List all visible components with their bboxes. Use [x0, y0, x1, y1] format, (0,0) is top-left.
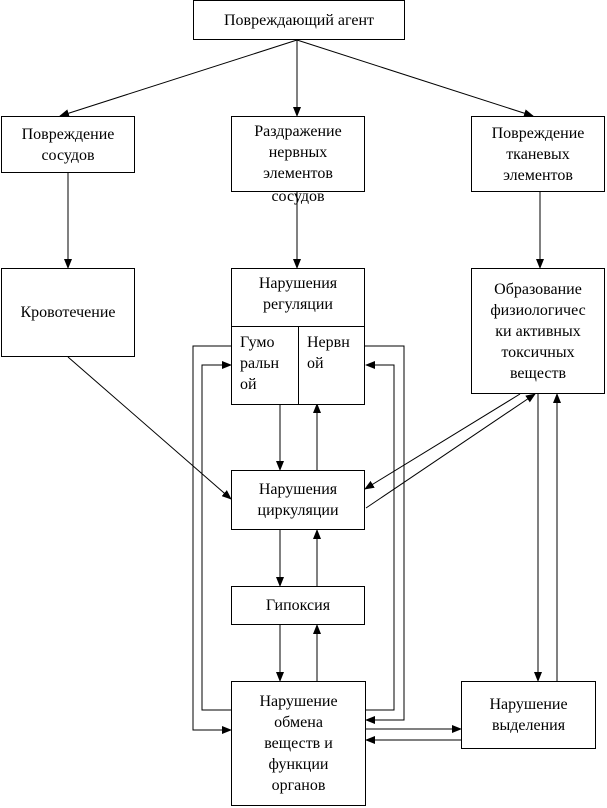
node-damaging-agent: Повреждающий агент: [193, 0, 405, 40]
node-regulation-title: Нарушения регуляции: [258, 275, 338, 313]
node-bleeding: Кровотечение: [1, 268, 135, 357]
node-circulation: Нарушения циркуляции: [231, 470, 365, 530]
edge-agent-to-vessel-damage: [59, 39, 298, 118]
node-regulation-humoral: Гумо ральн ой: [240, 334, 280, 393]
edge-agent-to-tissue-damage: [296, 39, 534, 118]
edge-toxic-to-circulation: [364, 393, 521, 490]
node-hypoxia: Гипоксия: [231, 586, 365, 625]
edge-humoral-to-metabolism: [192, 345, 232, 734]
regulation-divider-vertical: [298, 326, 299, 405]
edge-bleeding-to-circulation: [67, 356, 232, 500]
node-regulation-nervous: Нервн ой: [307, 334, 350, 372]
node-metabolism: Нарушение обмена веществ и функции орган…: [231, 681, 366, 806]
node-nerve-irritation-overflow-text: сосудов: [271, 188, 325, 205]
edge-nervous-to-metabolism: [365, 345, 405, 724]
edge-metabolism-to-nervous: [365, 361, 395, 711]
node-tissue-damage: Повреждение тканевых элементов: [471, 116, 605, 192]
edge-circulation-to-toxic: [365, 393, 536, 509]
node-excretion: Нарушение выделения: [461, 681, 596, 749]
node-toxic-substances: Образование физиологичес ки активных ток…: [471, 268, 605, 394]
node-vessel-damage: Повреждение сосудов: [1, 116, 135, 173]
node-nerve-irritation: Раздражение нервных элементов: [231, 116, 365, 192]
edge-metabolism-to-humoral: [201, 361, 232, 711]
